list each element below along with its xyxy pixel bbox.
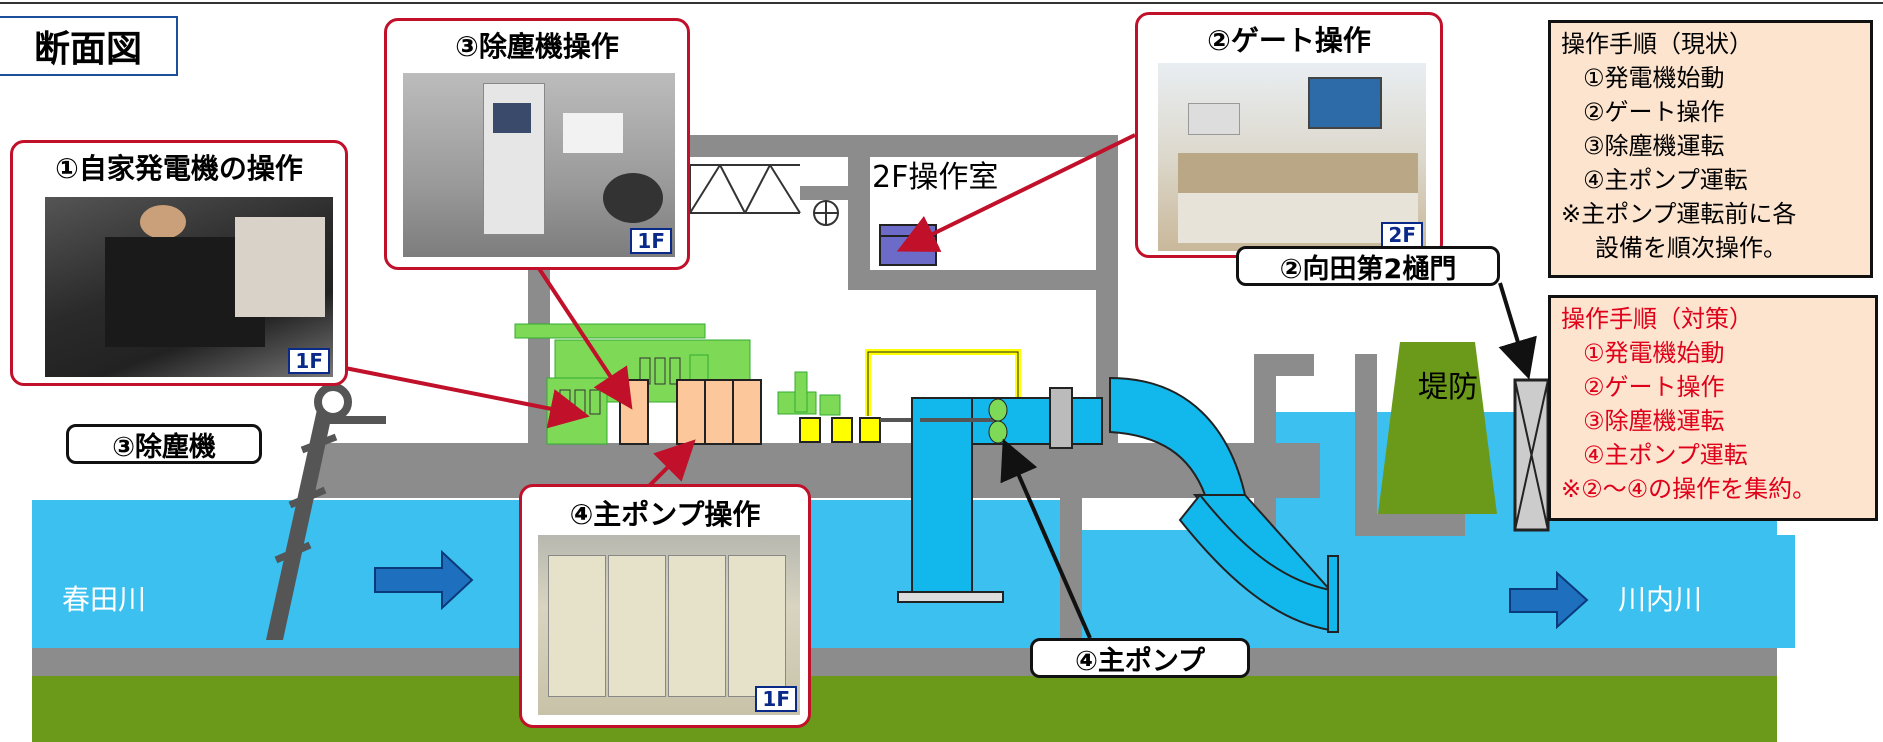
- dust-remover-photo-title: ③除塵機操作: [455, 30, 619, 63]
- current-note-line2: 設備を順次操作。: [1595, 234, 1787, 262]
- flow-arrow-left: [374, 549, 474, 611]
- main-pump-floor-label: 1F: [755, 686, 797, 712]
- counter-step-2: ②ゲート操作: [1583, 373, 1725, 401]
- river-left-label: 春田川: [62, 583, 147, 616]
- dust-remover-floor-label: 1F: [630, 228, 672, 254]
- wall-right-cap: [1254, 354, 1314, 376]
- counter-procedure-title: 操作手順（対策）: [1561, 305, 1753, 333]
- embankment-label: 堤防: [1418, 370, 1478, 405]
- embankment-shape: [1378, 342, 1497, 514]
- river-right-label: 川内川: [1618, 583, 1703, 616]
- counter-step-4: ④主ポンプ運転: [1583, 441, 1748, 469]
- arrow-sluice: [1498, 282, 1537, 380]
- current-step-4: ④主ポンプ運転: [1583, 166, 1748, 194]
- counter-note: ※②～④の操作を集約。: [1561, 475, 1817, 503]
- dust-remover-photo: 1F: [403, 73, 675, 257]
- main-pump-photo-title: ④主ポンプ操作: [569, 498, 761, 531]
- generator-photo: 1F: [45, 197, 333, 377]
- pit-wall-left: [1060, 443, 1082, 648]
- current-procedure-box: 操作手順（現状） ①発電機始動 ②ゲート操作 ③除塵機運転 ④主ポンプ運転 ※主…: [1548, 20, 1873, 278]
- main-pump-photo-card: ④主ポンプ操作 1F: [519, 484, 811, 728]
- control-room-wall-left: [848, 135, 870, 285]
- control-room-floor: [848, 270, 1118, 290]
- main-pump-photo: 1F: [538, 535, 800, 715]
- wall-right-base: [1355, 514, 1465, 536]
- main-pump-label: ④主ポンプ: [1030, 638, 1250, 678]
- section-label: 断面図: [0, 16, 178, 76]
- flow-arrow-right: [1509, 570, 1589, 630]
- current-procedure-title: 操作手順（現状）: [1561, 30, 1753, 58]
- generator-photo-card: ①自家発電機の操作 1F: [10, 140, 348, 386]
- arrow-generator: [344, 366, 590, 429]
- building-col-right: [1096, 135, 1118, 448]
- ground: [32, 672, 1777, 742]
- generator-floor-label: 1F: [288, 348, 330, 374]
- generator-photo-title: ①自家発電機の操作: [55, 152, 303, 185]
- main-pump-body: [897, 376, 1339, 633]
- dust-remover-photo-card: ③除塵機操作 1F: [384, 18, 690, 270]
- counter-step-1: ①発電機始動: [1583, 339, 1725, 367]
- current-step-1: ①発電機始動: [1583, 64, 1725, 92]
- floor-slab: [315, 443, 1320, 498]
- gate-floor-label: 2F: [1381, 222, 1423, 248]
- crane-truss: [689, 164, 801, 214]
- wall-right-2: [1355, 354, 1377, 536]
- dust-remover-label: ③除塵機: [66, 424, 262, 464]
- arrow-main-pump: [1000, 438, 1092, 639]
- gate-photo: 2F: [1158, 63, 1426, 251]
- operation-panels: [619, 379, 762, 445]
- sluice-label: ②向田第2樋門: [1236, 246, 1500, 286]
- crane-beam: [800, 186, 850, 200]
- countermeasure-procedure-box: 操作手順（対策） ①発電機始動 ②ゲート操作 ③除塵機運転 ④主ポンプ運転 ※②…: [1548, 295, 1878, 521]
- dust-remover-rake: [266, 383, 386, 640]
- counter-step-3: ③除塵機運転: [1583, 407, 1725, 435]
- current-note-line1: ※主ポンプ運転前に各: [1561, 200, 1797, 228]
- gate-photo-title: ②ゲート操作: [1207, 24, 1371, 57]
- riverbed: [32, 648, 1777, 676]
- wall-right-1: [1254, 354, 1276, 534]
- control-room-label: 2F操作室: [872, 160, 999, 195]
- gate-photo-card: ②ゲート操作 2F: [1135, 12, 1443, 258]
- current-step-2: ②ゲート操作: [1583, 98, 1725, 126]
- sluice-gate: [1513, 378, 1550, 532]
- current-step-3: ③除塵機運転: [1583, 132, 1725, 160]
- arrow-gate: [896, 133, 1136, 252]
- arrow-dust-remover: [536, 265, 633, 410]
